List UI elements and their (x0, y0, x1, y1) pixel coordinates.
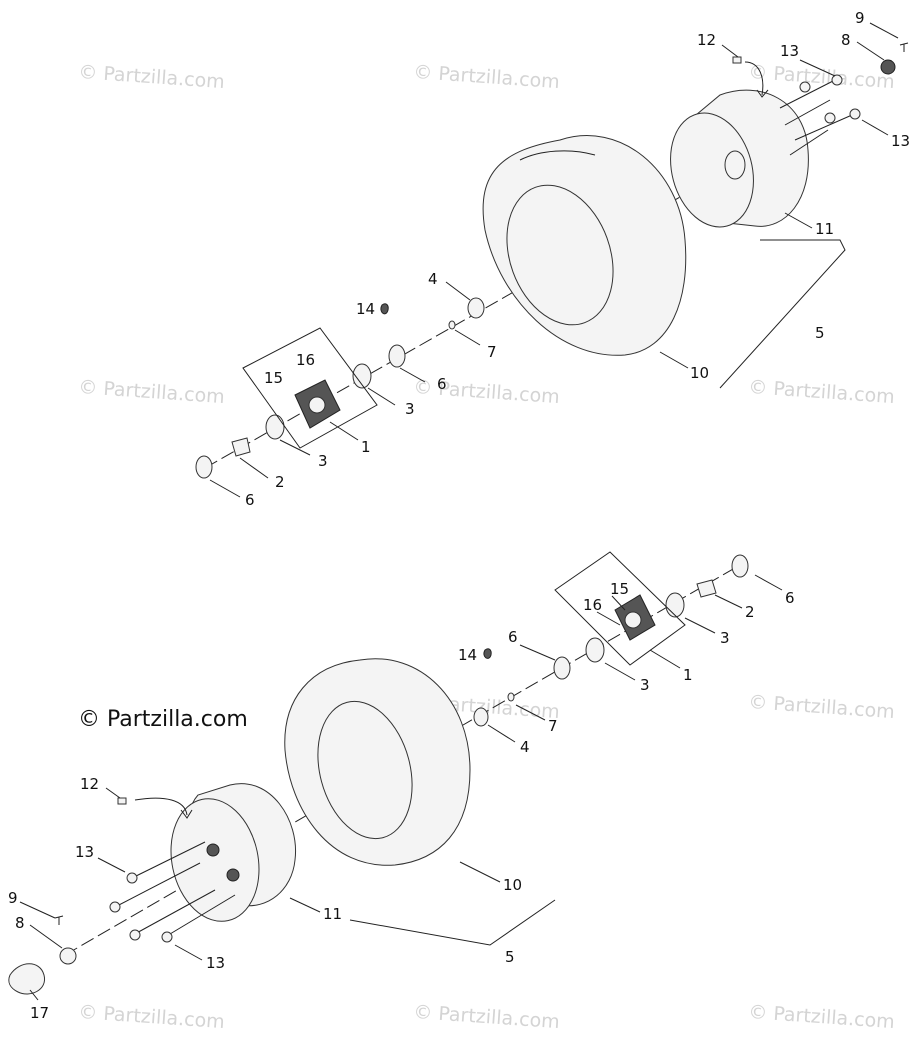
part-label: 10 (690, 364, 709, 382)
bottom-assembly: 15 16 6 6 14 3 2 3 1 7 4 12 13 9 8 17 10… (8, 551, 795, 1022)
part-label: 12 (80, 775, 99, 793)
copyright-text: © Partzilla.com (78, 707, 248, 732)
part-label: 13 (206, 954, 225, 972)
part-label: 6 (245, 491, 255, 509)
rim (170, 783, 297, 922)
studs-and-nuts (8, 797, 236, 995)
hub-box (242, 327, 378, 449)
watermark: © Partzilla.com (413, 1001, 561, 1033)
watermark: © Partzilla.com (78, 376, 226, 408)
part-label: 7 (548, 717, 558, 735)
part-label: 17 (30, 1004, 49, 1022)
part-label: 1 (683, 666, 693, 684)
part-label: 2 (275, 473, 285, 491)
part-label: 13 (75, 843, 94, 861)
part-label: 9 (8, 889, 18, 907)
watermark: © Partzilla.com (413, 376, 561, 408)
leader-lines (19, 574, 783, 1001)
part-label: 8 (15, 914, 25, 932)
part-label: 3 (318, 452, 328, 470)
part-label: 12 (697, 31, 716, 49)
part-label: 13 (891, 132, 910, 150)
part-label: 6 (785, 589, 795, 607)
part-label: 1 (361, 438, 371, 456)
watermark: © Partzilla.com (748, 691, 896, 723)
part-label: 4 (428, 270, 438, 288)
leader-lines (209, 22, 899, 498)
watermark: © Partzilla.com (413, 61, 561, 93)
part-labels: 15 16 6 6 14 3 2 3 1 7 4 12 13 9 8 17 10… (8, 580, 795, 1022)
top-assembly: 9 12 8 13 13 11 5 10 4 14 7 16 15 6 3 1 … (195, 9, 910, 509)
part-label: 7 (487, 343, 497, 361)
watermark: © Partzilla.com (748, 61, 896, 93)
watermark: © Partzilla.com (78, 1001, 226, 1033)
part-label: 2 (745, 603, 755, 621)
part-label: 14 (458, 646, 477, 664)
watermark: © Partzilla.com (78, 61, 226, 93)
part-label: 13 (780, 42, 799, 60)
part-label: 5 (815, 324, 825, 342)
tire (284, 658, 471, 866)
part-label: 9 (855, 9, 865, 27)
part-label: 11 (815, 220, 834, 238)
part-label: 6 (508, 628, 518, 646)
part-label: 6 (437, 375, 447, 393)
hub-box (554, 551, 686, 666)
part-label: 8 (841, 31, 851, 49)
studs-and-nuts (732, 42, 909, 156)
watermark: © Partzilla.com (748, 376, 896, 408)
part-label: 3 (720, 629, 730, 647)
part-label: 3 (640, 676, 650, 694)
part-label: 5 (505, 948, 515, 966)
part-label: 16 (583, 596, 602, 614)
part-label: 16 (296, 351, 315, 369)
part-label: 15 (264, 369, 283, 387)
rim (670, 89, 809, 228)
part-label: 15 (610, 580, 629, 598)
tire (482, 135, 687, 356)
part-label: 14 (356, 300, 375, 318)
part-labels: 9 12 8 13 13 11 5 10 4 14 7 16 15 6 3 1 … (245, 9, 910, 509)
watermark: © Partzilla.com (748, 1001, 896, 1033)
part-label: 3 (405, 400, 415, 418)
axle-parts (195, 297, 485, 479)
part-label: 11 (323, 905, 342, 923)
part-label: 10 (503, 876, 522, 894)
part-label: 4 (520, 738, 530, 756)
